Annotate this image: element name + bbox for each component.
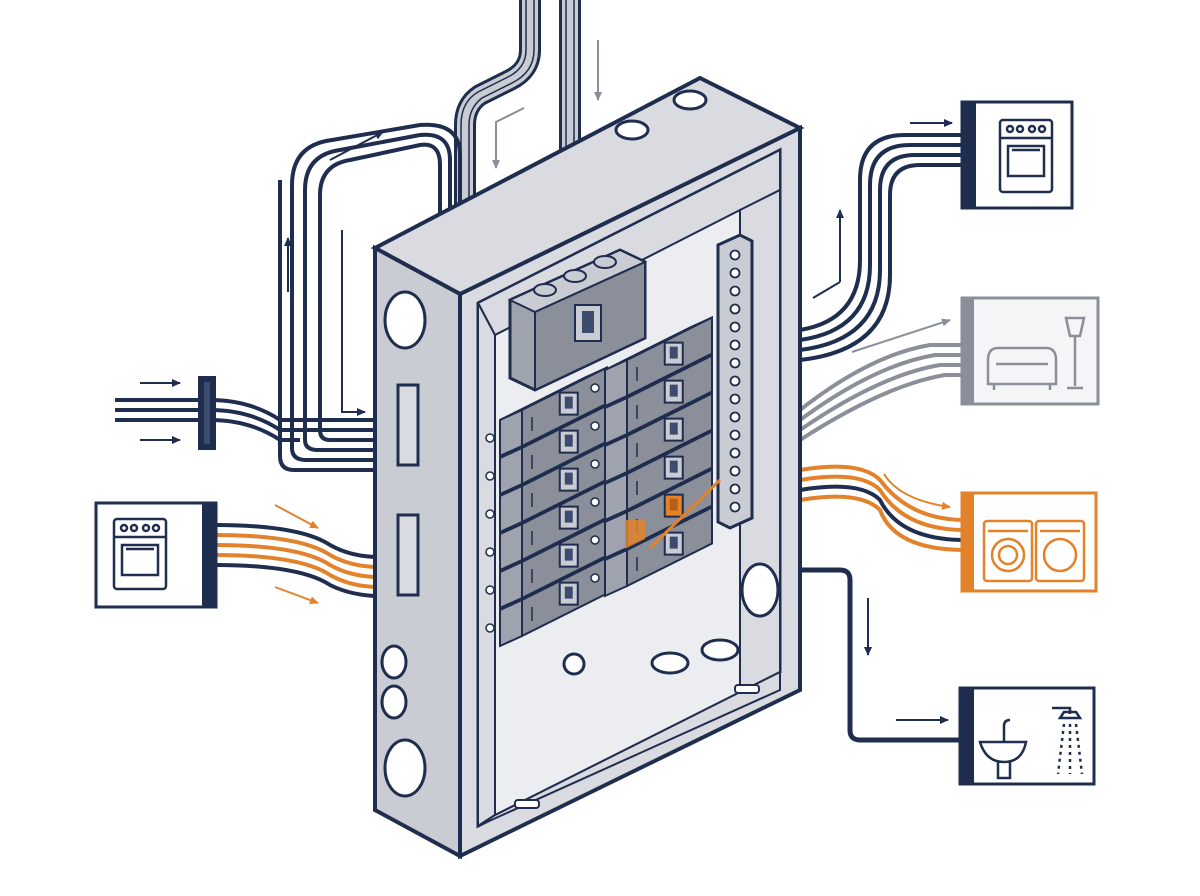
- living-room-box: [960, 296, 1100, 406]
- breaker-switch[interactable]: [499, 479, 608, 572]
- breaker-switch[interactable]: [604, 353, 713, 446]
- bus-screw: [729, 267, 741, 279]
- oven-icon: [998, 118, 1054, 194]
- bus-screw: [729, 393, 741, 405]
- bus-screw: [729, 249, 741, 261]
- flow-arrow: [274, 586, 319, 604]
- flow-arrow: [851, 318, 951, 353]
- knockout-hole: [380, 684, 408, 720]
- knockout-hole: [383, 738, 427, 798]
- bus-screw: [729, 303, 741, 315]
- terminal-screw: [485, 509, 495, 519]
- bus-screw: [729, 375, 741, 387]
- washer-dryer-icon: [982, 519, 1086, 583]
- terminal-screw: [590, 459, 600, 469]
- sofa-lamp-icon: [986, 316, 1086, 390]
- knockout-hole: [380, 644, 408, 680]
- breaker-switch[interactable]: [499, 365, 608, 458]
- oven-icon: [112, 517, 168, 591]
- terminal-screw: [590, 573, 600, 583]
- flow-arrow: [883, 473, 951, 510]
- knockout-hole: [383, 290, 427, 350]
- mounting-hole: [562, 652, 586, 676]
- terminal-screw: [590, 497, 600, 507]
- terminal-screw: [485, 471, 495, 481]
- terminal-screw: [485, 585, 495, 595]
- living-room-cable: [798, 343, 965, 442]
- sink-shower-icon: [978, 706, 1084, 780]
- terminal-screw: [485, 623, 495, 633]
- breaker-switch[interactable]: [604, 315, 713, 408]
- flow-arrows: [140, 40, 953, 724]
- breaker-switch[interactable]: [604, 391, 713, 484]
- flow-arrow: [812, 281, 841, 299]
- bus-screw: [729, 483, 741, 495]
- breaker-switch[interactable]: [604, 505, 713, 598]
- terminal-screw: [590, 383, 600, 393]
- knockout-hole: [672, 89, 708, 111]
- main-breaker[interactable]: [507, 248, 648, 392]
- knockout-hole: [700, 638, 740, 662]
- neutral-bus-bar: [716, 233, 754, 530]
- flow-arrow: [274, 504, 319, 529]
- bus-screw: [729, 357, 741, 369]
- terminal-screw: [485, 433, 495, 443]
- bus-screw: [729, 339, 741, 351]
- breaker-switch[interactable]: [604, 429, 713, 522]
- knockout-hole: [614, 119, 650, 141]
- oven-box-right: [960, 100, 1074, 210]
- terminal-screw: [590, 535, 600, 545]
- breaker-switch[interactable]: [499, 517, 608, 610]
- knockout-hole: [740, 562, 780, 618]
- knockout-hole: [650, 651, 690, 675]
- bathroom-cable: [800, 567, 960, 743]
- oven-feed-cable: [799, 133, 965, 362]
- bus-screw: [729, 429, 741, 441]
- bus-screw: [729, 501, 741, 513]
- breaker-column-right: [590, 315, 713, 598]
- oven-box-left: [94, 501, 218, 609]
- bus-screw: [729, 411, 741, 423]
- bus-screw: [729, 447, 741, 459]
- terminal-screw: [590, 421, 600, 431]
- flow-arrow: [341, 230, 366, 416]
- breaker-tripped[interactable]: [604, 467, 713, 560]
- laundry-cable: [799, 464, 966, 552]
- left-feed-cable: [115, 376, 415, 450]
- terminal-screw: [485, 547, 495, 557]
- flow-arrow: [329, 131, 384, 161]
- bus-screw: [729, 465, 741, 477]
- bus-screw: [729, 285, 741, 297]
- bathroom-box: [958, 686, 1096, 786]
- bus-screw: [729, 321, 741, 333]
- laundry-box: [960, 491, 1098, 593]
- flow-arrow: [492, 107, 525, 169]
